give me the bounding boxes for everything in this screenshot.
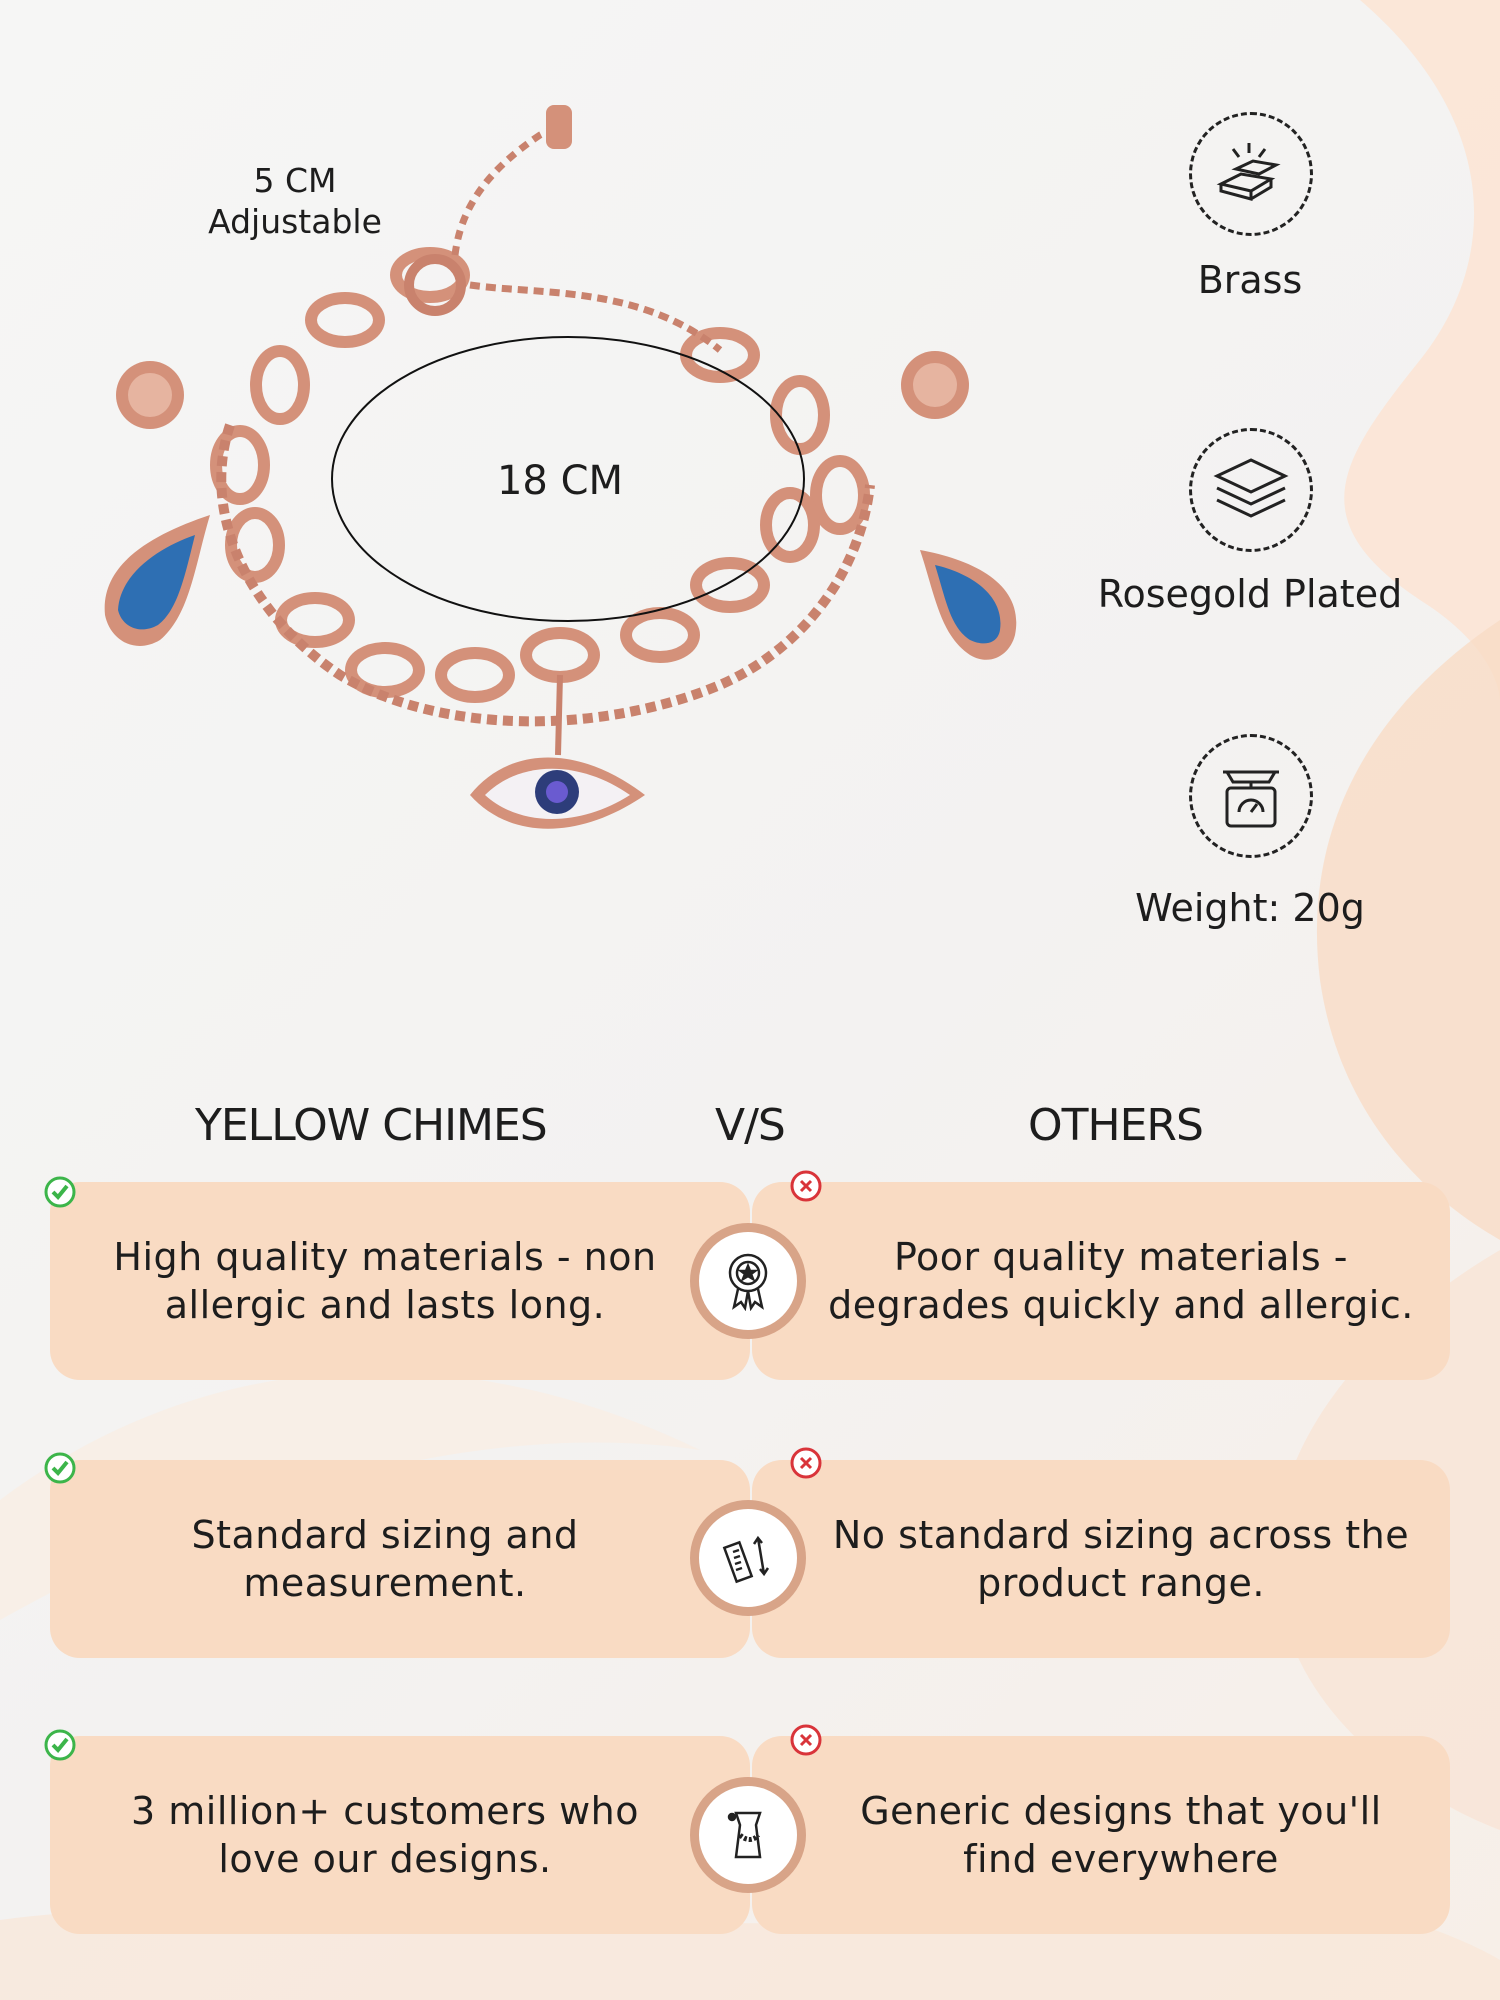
vs-header: V/S [715,1100,786,1151]
layers-icon [1189,428,1313,552]
check-icon [44,1176,76,1208]
cross-icon [790,1724,822,1756]
ours-card-2: Standard sizing and measurement. [50,1460,750,1658]
cross-icon [790,1170,822,1202]
check-icon [44,1729,76,1761]
quality-badge-icon [690,1223,806,1339]
adjustable-length-label: 5 CM Adjustable [180,160,410,242]
feature-weight-label: Weight: 20g [1135,886,1365,930]
others-card-3: Generic designs that you'll find everywh… [752,1736,1450,1934]
bracelet-hand-icon [690,1777,806,1893]
diameter-label: 18 CM [496,458,624,504]
gold-bars-icon [1189,112,1313,236]
adjustable-word-text: Adjustable [208,202,382,241]
ours-card-1: High quality materials - non allergic an… [50,1182,750,1380]
brand-header: YELLOW CHIMES [195,1100,548,1151]
others-card-1: Poor quality materials - degrades quickl… [752,1182,1450,1380]
others-header: OTHERS [1028,1100,1204,1151]
check-icon [44,1452,76,1484]
adjustable-size-text: 5 CM [253,161,337,200]
feature-plating-label: Rosegold Plated [1097,572,1403,616]
cross-icon [790,1447,822,1479]
others-card-2: No standard sizing across the product ra… [752,1460,1450,1658]
ours-card-3: 3 million+ customers who love our design… [50,1736,750,1934]
bracelet-image [104,105,1017,829]
scale-icon [1189,734,1313,858]
feature-material-label: Brass [1197,258,1303,302]
ruler-icon [690,1500,806,1616]
